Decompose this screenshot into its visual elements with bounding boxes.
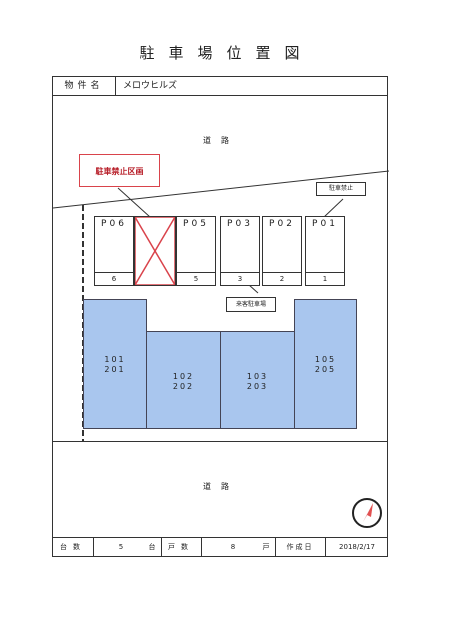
- slot-label: P02: [269, 219, 295, 229]
- unit-label: 101: [104, 355, 126, 364]
- road-bottom-label: 道路: [203, 482, 239, 491]
- building-105-205: 105 205: [294, 299, 357, 429]
- callout-bottom: 来客駐車場: [226, 297, 276, 312]
- slot-number: 1: [306, 272, 344, 285]
- parking-slot-p01: P01 1: [305, 216, 345, 286]
- footer-row: 台数 5 台 戸数 8 戸 作成日 2018/2/17: [53, 537, 387, 556]
- unit-label: 201: [104, 365, 126, 374]
- count-unit: 台: [148, 543, 156, 551]
- unit-label: 103: [246, 372, 269, 381]
- count-value: 5: [118, 543, 124, 551]
- unit-label: 205: [314, 365, 337, 374]
- property-label: 物件名: [53, 77, 116, 95]
- road-top-label: 道路: [203, 136, 239, 145]
- parking-slot-p06: P06 6: [94, 216, 134, 286]
- households-value: 8: [230, 543, 236, 551]
- slot-label: P06: [101, 219, 127, 229]
- slot-number: 6: [95, 272, 133, 285]
- households-label: 戸数: [168, 543, 194, 551]
- count-label: 台数: [60, 543, 86, 551]
- slot-number: 5: [177, 272, 215, 285]
- parking-slot-p05: P05 5: [176, 216, 216, 286]
- date-label: 作成日: [286, 543, 314, 551]
- date-value: 2018/2/17: [339, 543, 375, 551]
- callout-top: 駐車禁止: [316, 182, 366, 196]
- slot-label: P01: [312, 219, 338, 229]
- slot-number: 2: [263, 272, 301, 285]
- property-name: メロウヒルズ: [123, 81, 178, 91]
- property-row: 物件名 メロウヒルズ: [53, 77, 387, 96]
- no-parking-cross-icon: [135, 217, 175, 285]
- no-parking-label: 駐車禁止区画: [79, 154, 160, 187]
- building-102-202: 102 202: [146, 331, 221, 429]
- parking-slot-p03: P03 3: [220, 216, 260, 286]
- compass-icon: [352, 498, 382, 528]
- parking-slot-p02: P02 2: [262, 216, 302, 286]
- building-101-201: 101 201: [83, 299, 147, 429]
- unit-label: 105: [314, 355, 337, 364]
- slot-label: P03: [227, 219, 253, 229]
- unit-label: 102: [172, 372, 195, 381]
- page-title: 駐車場位置図: [139, 44, 314, 62]
- slot-label: P05: [183, 219, 209, 229]
- slot-number: 3: [221, 272, 259, 285]
- unit-label: 203: [246, 382, 269, 391]
- lower-road-boundary: [53, 441, 387, 442]
- unit-label: 202: [172, 382, 195, 391]
- households-unit: 戸: [262, 543, 270, 551]
- parking-slot-prohibited: [134, 216, 176, 286]
- building-103-203: 103 203: [220, 331, 295, 429]
